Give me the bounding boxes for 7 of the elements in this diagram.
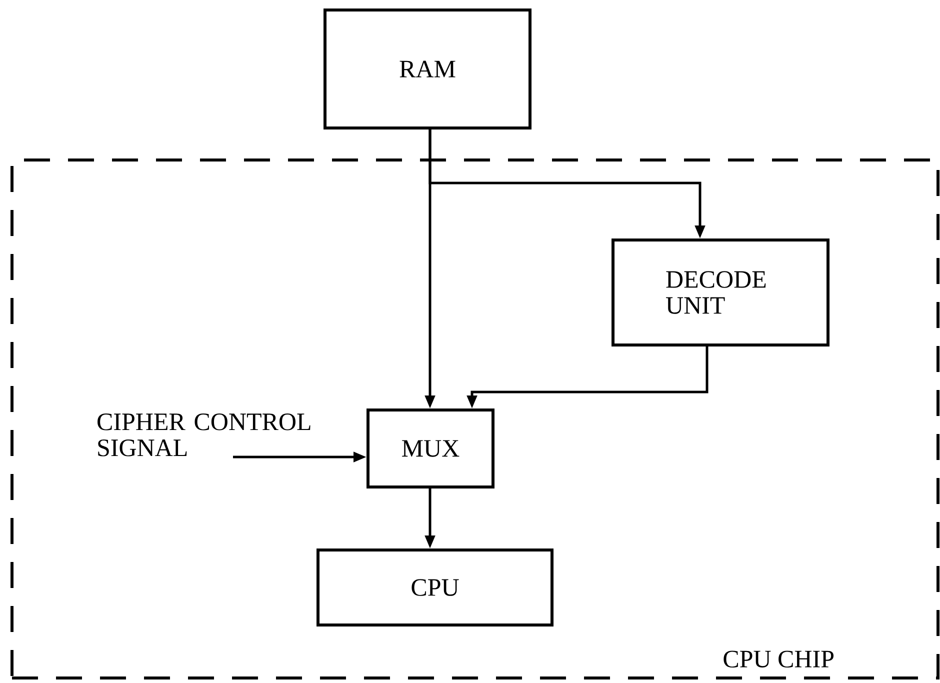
block-box: RAM bbox=[324, 8, 532, 130]
chip-boundary-box bbox=[10, 158, 940, 680]
signal-label: CIPHER CONTROL SIGNAL bbox=[98, 414, 310, 456]
block-box: MUX bbox=[366, 408, 494, 488]
boundary-label: CPU CHIP bbox=[724, 650, 834, 668]
block-box: CPU bbox=[316, 548, 554, 626]
block-box: DECODE UNIT bbox=[612, 238, 830, 346]
